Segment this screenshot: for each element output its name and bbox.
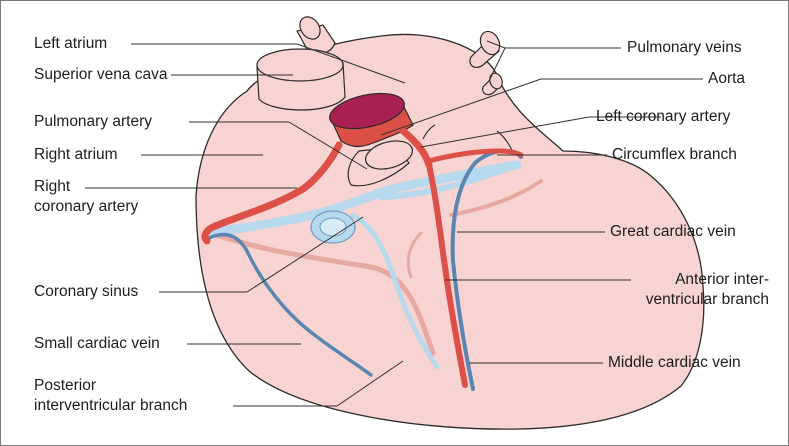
label-anterior-interventricular-line1: Anterior inter-	[625, 270, 769, 290]
label-pulmonary-artery: Pulmonary artery	[34, 112, 152, 132]
label-posterior-interventricular-branch: Posterior interventricular branch	[34, 376, 187, 416]
label-right-coronary-artery-line2: coronary artery	[34, 197, 138, 217]
label-superior-vena-cava: Superior vena cava	[34, 65, 168, 85]
label-anterior-interventricular-line2: ventricular branch	[625, 290, 769, 310]
superior-vena-cava-opening	[257, 49, 343, 81]
label-right-coronary-artery: Right coronary artery	[34, 177, 138, 217]
label-anterior-interventricular-branch: Anterior inter- ventricular branch	[625, 270, 769, 310]
label-coronary-sinus: Coronary sinus	[34, 282, 138, 302]
label-posterior-interventricular-line2: interventricular branch	[34, 396, 187, 416]
label-posterior-interventricular-line1: Posterior	[34, 376, 187, 396]
label-aorta: Aorta	[708, 69, 745, 89]
label-pulmonary-veins: Pulmonary veins	[627, 38, 742, 58]
label-middle-cardiac-vein: Middle cardiac vein	[608, 353, 741, 373]
label-small-cardiac-vein: Small cardiac vein	[34, 334, 160, 354]
label-circumflex-branch: Circumflex branch	[612, 145, 737, 165]
label-great-cardiac-vein: Great cardiac vein	[610, 222, 736, 242]
label-right-coronary-artery-line1: Right	[34, 177, 138, 197]
label-left-atrium: Left atrium	[34, 34, 107, 54]
label-right-atrium: Right atrium	[34, 145, 118, 165]
label-left-coronary-artery: Left coronary artery	[596, 107, 730, 127]
